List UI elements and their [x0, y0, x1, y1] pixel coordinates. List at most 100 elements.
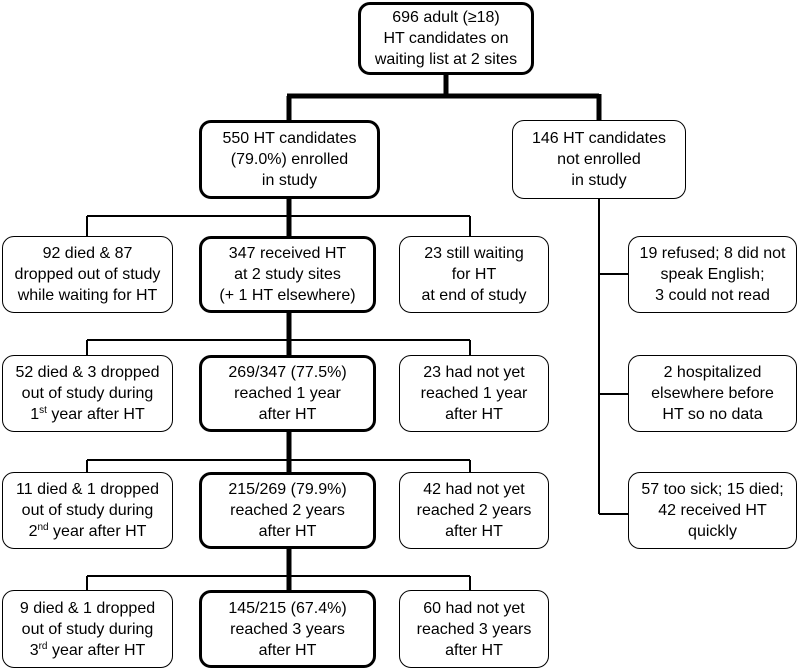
box-line: reached 1 year [234, 385, 341, 402]
ordinal-rest: year after HT [48, 523, 147, 540]
box-line: 23 had not yet [423, 364, 525, 381]
ordinal-suffix: nd [37, 522, 49, 533]
box-line: elsewhere before [651, 385, 774, 402]
box-not-yet-year2-text: 42 had not yet reached 2 years after HT [417, 479, 532, 542]
box-received-ht-text: 347 received HT at 2 study sites (+ 1 HT… [219, 243, 355, 306]
box-line: 696 adult (≥18) [392, 9, 500, 26]
box-hospitalized-text: 2 hospitalized elsewhere before HT so no… [651, 362, 774, 425]
box-died-year1-text: 52 died & 3 dropped out of study during … [15, 362, 159, 425]
box-died-waiting: 92 died & 87 dropped out of study while … [2, 236, 173, 313]
box-died-year1: 52 died & 3 dropped out of study during … [2, 355, 173, 432]
box-line: dropped out of study [14, 266, 161, 283]
box-died-year2: 11 died & 1 dropped out of study during … [2, 472, 173, 549]
box-hospitalized: 2 hospitalized elsewhere before HT so no… [628, 355, 797, 432]
box-refused: 19 refused; 8 did not speak English; 3 c… [628, 236, 797, 313]
box-not-yet-year1-text: 23 had not yet reached 1 year after HT [421, 362, 528, 425]
box-enrolled-text: 550 HT candidates (79.0%) enrolled in st… [222, 128, 356, 191]
ordinal-number: 2 [28, 523, 38, 540]
box-line: 19 refused; 8 did not [639, 245, 786, 262]
box-enrolled: 550 HT candidates (79.0%) enrolled in st… [199, 120, 380, 199]
box-died-waiting-text: 92 died & 87 dropped out of study while … [15, 243, 161, 306]
box-line: reached 1 year [420, 385, 528, 402]
box-line: 215/269 (79.9%) [228, 481, 347, 498]
ordinal-suffix: rd [38, 640, 48, 652]
box-still-waiting-text: 23 still waiting for HT at end of study [422, 243, 527, 306]
box-line: after HT [445, 406, 503, 423]
box-reached-year3-text: 145/215 (67.4%) reached 3 years after HT [228, 598, 346, 661]
box-line: 2nd year after HT [16, 521, 159, 542]
box-line: HT candidates on [383, 30, 509, 47]
ordinal-number: 3 [29, 641, 39, 659]
box-received-ht: 347 received HT at 2 study sites (+ 1 HT… [199, 236, 376, 313]
box-line: 1st year after HT [15, 404, 159, 425]
box-line: after HT [258, 641, 317, 659]
box-line: reached 3 years [230, 620, 345, 638]
ordinal-rest: year after HT [46, 406, 145, 423]
box-not-yet-year3: 60 had not yet reached 3 years after HT [399, 590, 549, 668]
box-not-enrolled-text: 146 HT candidates not enrolled in study [532, 128, 666, 191]
box-reached-year1-text: 269/347 (77.5%) reached 1 year after HT [228, 362, 346, 425]
box-line: after HT [258, 406, 317, 423]
box-reached-year2: 215/269 (79.9%) reached 2 years after HT [199, 472, 376, 549]
box-line: reached 2 years [230, 502, 345, 519]
box-line: speak English; [660, 266, 765, 283]
box-line: 11 died & 1 dropped [16, 481, 159, 498]
box-line: 52 died & 3 dropped [15, 364, 160, 381]
box-too-sick: 57 too sick; 15 died; 42 received HT qui… [628, 472, 797, 549]
ordinal-rest: year after HT [47, 641, 146, 659]
box-line: (+ 1 HT elsewhere) [219, 287, 356, 304]
box-not-yet-year2: 42 had not yet reached 2 years after HT [399, 472, 549, 549]
box-line: HT so no data [662, 406, 763, 423]
box-line: 146 HT candidates [531, 130, 666, 147]
box-line: 9 died & 1 dropped [19, 599, 156, 617]
box-still-waiting: 23 still waiting for HT at end of study [399, 236, 549, 313]
box-line: reached 3 years [416, 620, 532, 638]
box-line: out of study during [21, 385, 154, 402]
box-line: (79.0%) enrolled [230, 151, 349, 168]
box-reached-year3: 145/215 (67.4%) reached 3 years after HT [199, 590, 376, 668]
box-refused-text: 19 refused; 8 did not speak English; 3 c… [640, 243, 786, 306]
box-line: 145/215 (67.4%) [228, 599, 347, 617]
box-line: not enrolled [557, 151, 641, 168]
box-line: out of study during [21, 502, 154, 519]
box-line: after HT [445, 641, 503, 659]
box-not-yet-year3-text: 60 had not yet reached 3 years after HT [417, 598, 532, 661]
box-line: out of study during [21, 620, 154, 638]
box-line: 550 HT candidates [222, 130, 357, 147]
box-line: 3rd year after HT [20, 640, 155, 661]
box-died-year2-text: 11 died & 1 dropped out of study during … [16, 479, 159, 542]
box-too-sick-text: 57 too sick; 15 died; 42 received HT qui… [641, 479, 783, 542]
box-not-yet-year1: 23 had not yet reached 1 year after HT [399, 355, 549, 432]
ordinal-number: 1 [30, 406, 40, 423]
box-line: 60 had not yet [423, 599, 525, 617]
box-line: at 2 study sites [234, 266, 341, 283]
box-line: 42 had not yet [423, 481, 525, 498]
box-line: after HT [445, 523, 503, 540]
box-line: 23 still waiting [424, 245, 524, 262]
box-line: 92 died & 87 [42, 245, 133, 262]
box-reached-year1: 269/347 (77.5%) reached 1 year after HT [199, 355, 376, 432]
box-line: 2 hospitalized [663, 364, 762, 381]
box-died-year3: 9 died & 1 dropped out of study during 3… [2, 590, 173, 668]
box-line: 42 received HT [658, 502, 767, 519]
box-line: after HT [258, 523, 317, 540]
box-line: 57 too sick; 15 died; [641, 481, 784, 498]
box-line: reached 2 years [416, 502, 532, 519]
box-not-enrolled: 146 HT candidates not enrolled in study [512, 120, 686, 199]
box-line: waiting list at 2 sites [374, 51, 518, 68]
box-line: for HT [451, 266, 497, 283]
box-line: in study [571, 172, 627, 189]
box-line: while waiting for HT [17, 287, 158, 304]
box-line: at end of study [421, 287, 527, 304]
ordinal-suffix: st [39, 405, 47, 416]
box-line: 269/347 (77.5%) [228, 364, 347, 381]
box-line: 347 received HT [228, 245, 347, 262]
box-line: 3 could not read [655, 287, 770, 304]
box-died-year3-text: 9 died & 1 dropped out of study during 3… [20, 598, 155, 661]
box-top-candidates: 696 adult (≥18) HT candidates on waiting… [358, 2, 534, 75]
box-line: quickly [688, 523, 737, 540]
box-reached-year2-text: 215/269 (79.9%) reached 2 years after HT [228, 479, 346, 542]
box-line: in study [261, 172, 318, 189]
